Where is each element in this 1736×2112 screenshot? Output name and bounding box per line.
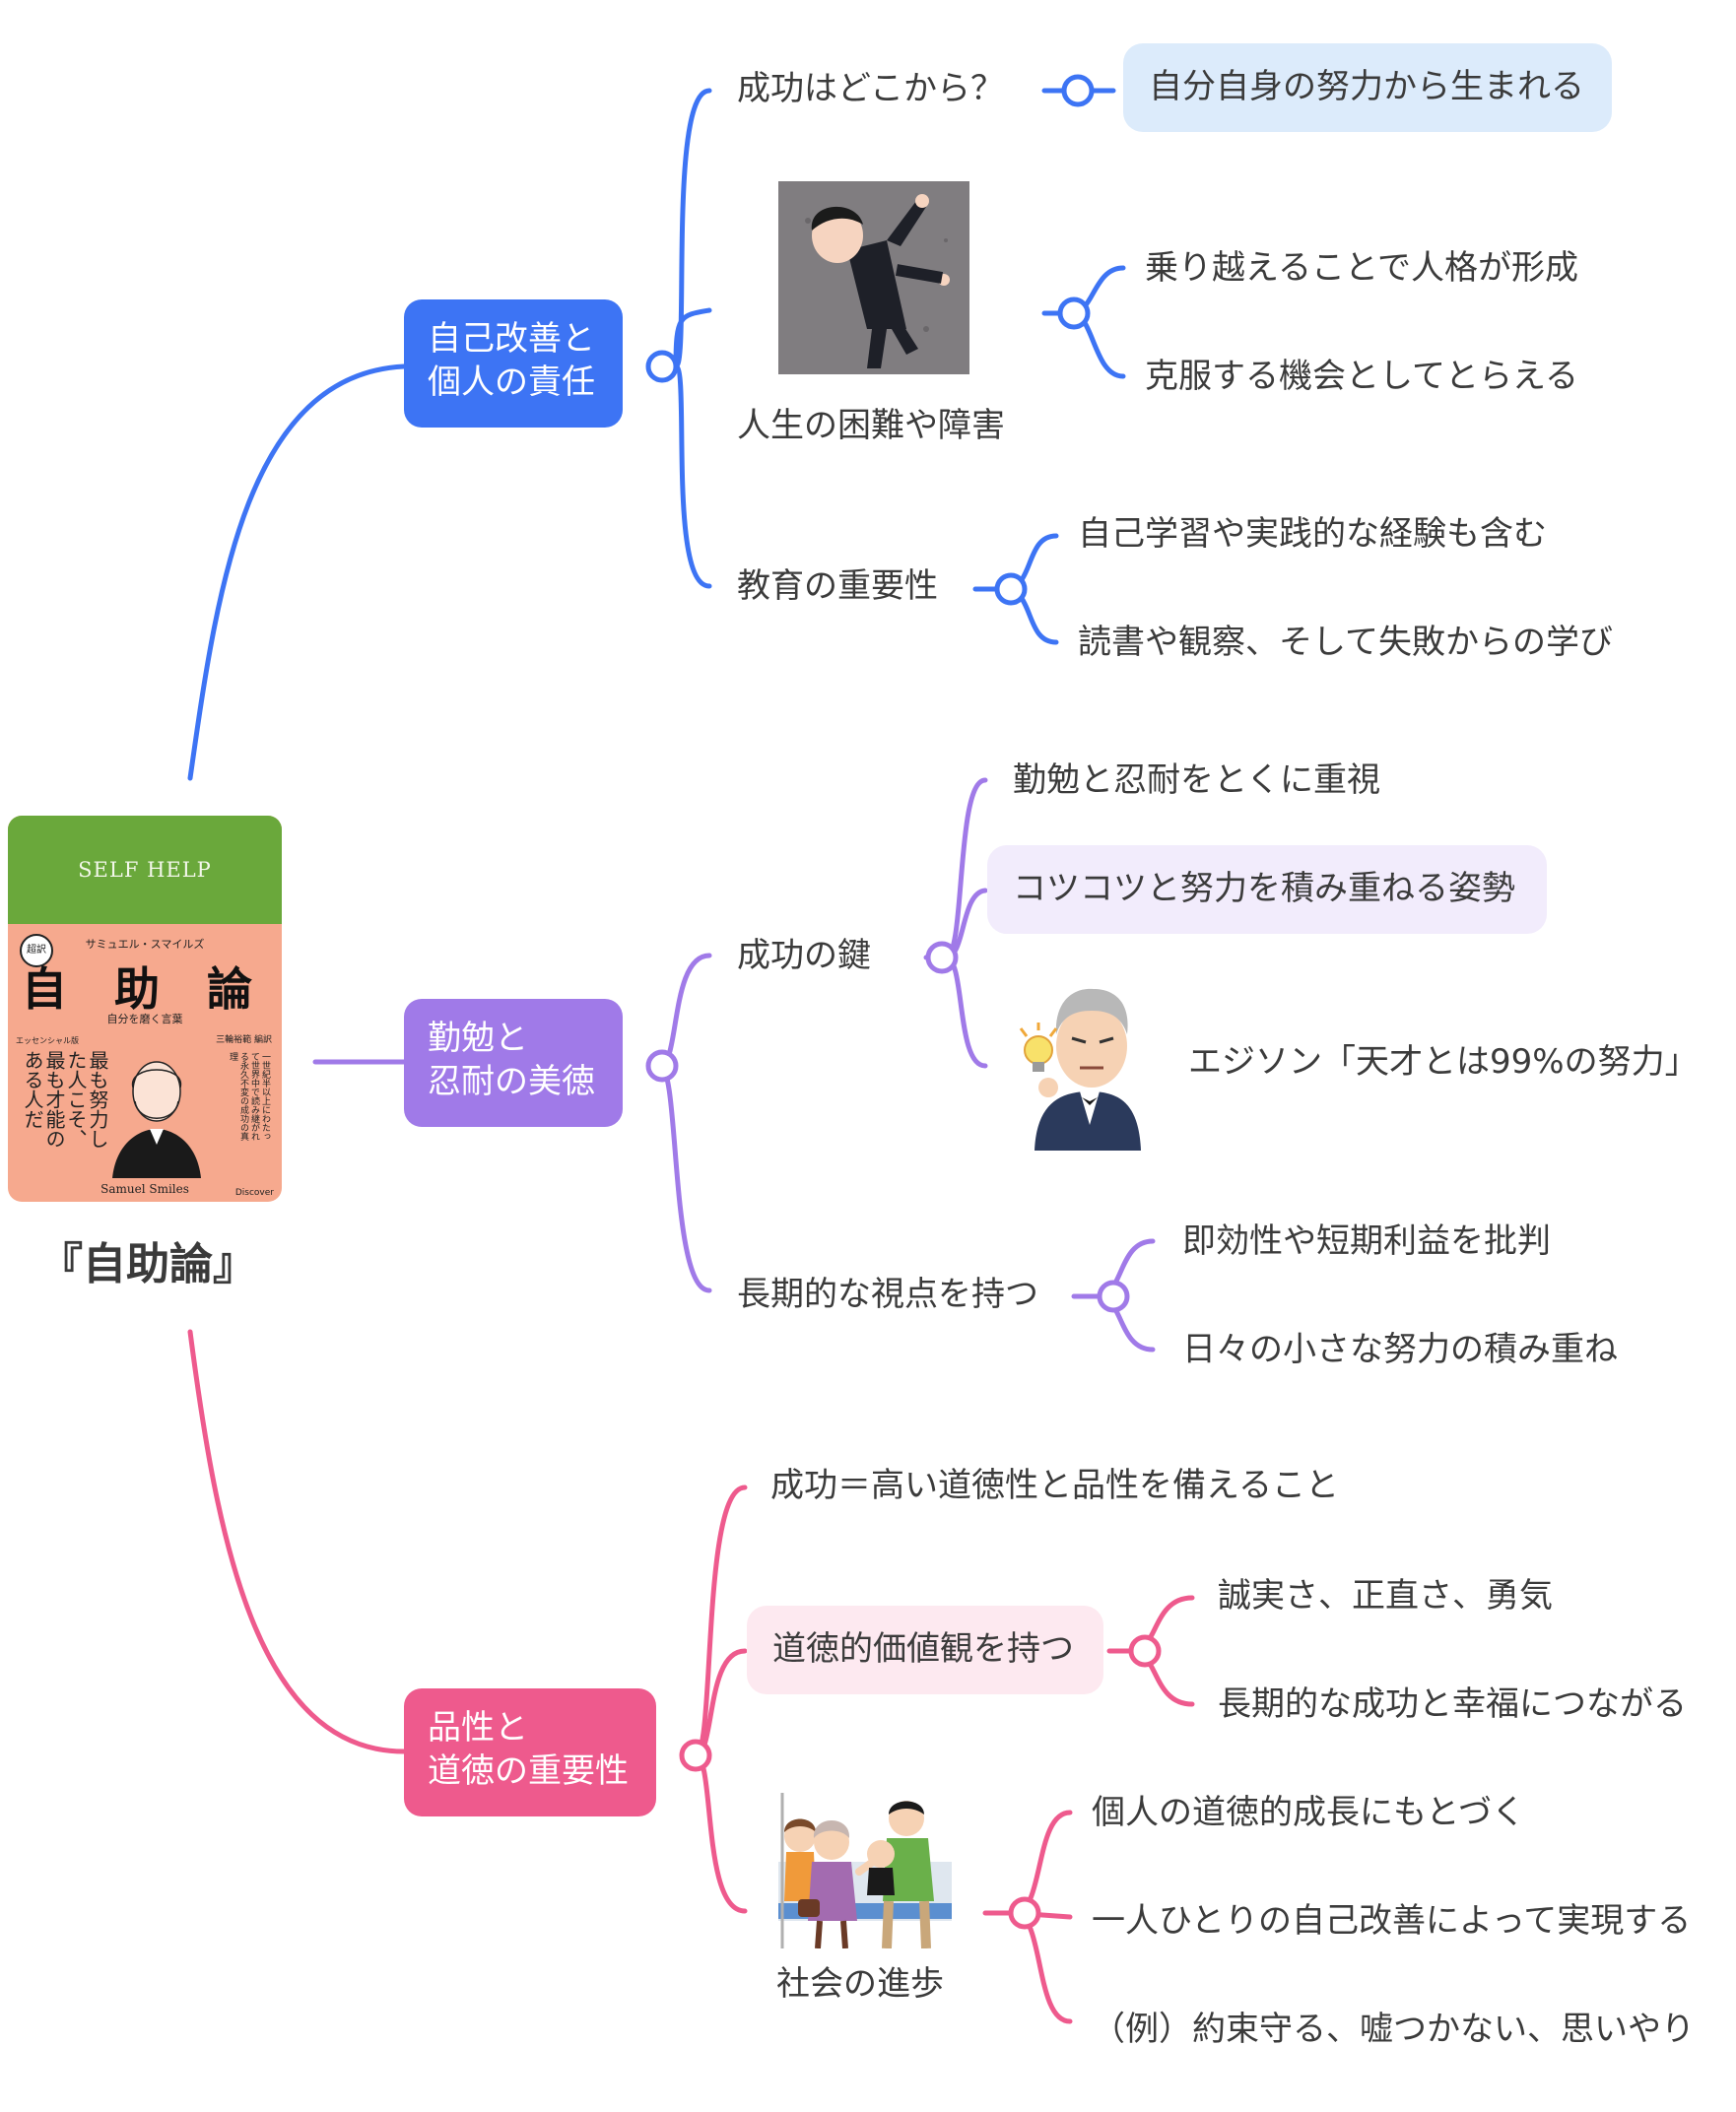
topic-social-progress[interactable]: 社会の進歩 — [776, 1964, 944, 2004]
topic-life-difficulties[interactable]: 人生の困難や障害 — [737, 406, 1005, 445]
book-badge: 超訳 — [20, 934, 53, 967]
book-cover-image: SELF HELP 超訳 サミュエル・スマイルズ 自 助 論 自分を磨く言葉 エ… — [8, 816, 282, 1202]
root-title: 『自助論』 — [39, 1239, 256, 1289]
detail-self-learning[interactable]: 自己学習や実践的な経験も含む — [1078, 514, 1547, 554]
topic-long-term-view[interactable]: 長期的な視点を持つ — [737, 1275, 1038, 1314]
portrait-icon — [112, 1061, 201, 1178]
connector-root-blue — [187, 363, 407, 781]
topic-moral-values[interactable]: 道徳的価値観を持つ — [747, 1606, 1103, 1694]
detail-long-term-happiness[interactable]: 長期的な成功と幸福につながる — [1218, 1684, 1687, 1724]
node-circle-pink-main — [679, 1739, 712, 1772]
detail-personal-moral-growth[interactable]: 個人の道徳的成長にもとづく — [1092, 1793, 1525, 1832]
book-subtitle: 自分を磨く言葉 — [106, 1013, 183, 1025]
branch-self-improvement[interactable]: 自己改善と 個人の責任 — [404, 299, 623, 428]
node-circle-purple-1 — [925, 941, 959, 974]
book-title: 自 助 論 — [21, 962, 269, 1016]
woman-climbing-wall-image — [778, 181, 969, 374]
topic-importance-of-education[interactable]: 教育の重要性 — [737, 566, 938, 606]
topic-success-equals-morality[interactable]: 成功＝高い道徳性と品性を備えること — [770, 1466, 1339, 1505]
detail-honesty-courage[interactable]: 誠実さ、正直さ、勇気 — [1218, 1576, 1553, 1616]
book-translator: 三輪裕範 編訳 — [216, 1035, 272, 1045]
branch-character-morality[interactable]: 品性と 道徳の重要性 — [404, 1688, 656, 1816]
edison-lightbulb-icon — [1019, 988, 1141, 1151]
branch-label-line1: 自己改善と — [428, 319, 595, 359]
topic-key-to-success[interactable]: 成功の鍵 — [737, 936, 871, 975]
climbing-woman-icon — [778, 181, 969, 374]
branch-label-line2: 道徳の重要性 — [428, 1751, 629, 1791]
detail-individual-self-improvement[interactable]: 一人ひとりの自己改善によって実現する — [1092, 1901, 1692, 1941]
node-circle-blue-2 — [1057, 297, 1091, 330]
book-blurb: 一世紀半以上にわたって世界中で読み継がれる永久不変の成功の真理 — [228, 1052, 270, 1141]
book-catchphrase: 最も努力した人こそ、最も才能のある人だ — [21, 1050, 109, 1149]
node-circle-pink-2 — [1008, 1896, 1041, 1930]
detail-steady-effort[interactable]: コツコツと努力を積み重ねる姿勢 — [987, 845, 1547, 934]
seat-giving-image — [778, 1793, 952, 1948]
branch-label-line1: 勤勉と — [428, 1019, 528, 1058]
book-publisher: Discover — [234, 1188, 274, 1198]
branch-diligence-perseverance[interactable]: 勤勉と 忍耐の美徳 — [404, 999, 623, 1127]
node-circle-blue-1 — [1061, 74, 1095, 107]
train-seat-people-icon — [778, 1793, 952, 1948]
branch-label-line2: 忍耐の美徳 — [428, 1062, 595, 1101]
detail-example-promises[interactable]: （例）約束守る、嘘つかない、思いやり — [1092, 2010, 1695, 2049]
node-circle-purple-2 — [1097, 1280, 1130, 1313]
node-circle-pink-1 — [1128, 1634, 1162, 1668]
book-series: SELF HELP — [8, 816, 282, 924]
book-author-en: Samuel Smiles — [100, 1182, 189, 1196]
detail-small-daily-efforts[interactable]: 日々の小さな努力の積み重ね — [1182, 1330, 1618, 1369]
detail-diligence-emphasis[interactable]: 勤勉と忍耐をとくに重視 — [1013, 760, 1380, 800]
book-author-ja: サミュエル・スマイルズ — [85, 938, 205, 951]
detail-builds-character[interactable]: 乗り越えることで人格が形成 — [1145, 248, 1578, 288]
branch-label-line2: 個人の責任 — [428, 363, 595, 402]
connector-root-pink — [187, 1329, 407, 1754]
node-circle-blue-main — [645, 350, 679, 383]
edison-image — [1015, 977, 1145, 1151]
detail-own-effort[interactable]: 自分自身の努力から生まれる — [1123, 43, 1612, 132]
node-circle-purple-main — [645, 1049, 679, 1083]
branch-label-line1: 品性と — [428, 1708, 528, 1748]
detail-opportunity-to-overcome[interactable]: 克服する機会としてとらえる — [1145, 357, 1578, 396]
detail-reading-observation-failure[interactable]: 読書や観察、そして失敗からの学び — [1078, 623, 1613, 662]
detail-edison-quote[interactable]: エジソン「天才とは99%の努力」 — [1188, 1042, 1699, 1082]
book-edition: エッセンシャル版 — [16, 1036, 79, 1045]
detail-criticize-short-term[interactable]: 即効性や短期利益を批判 — [1182, 1221, 1551, 1261]
node-circle-blue-3 — [994, 572, 1028, 606]
topic-where-success-comes-from[interactable]: 成功はどこから？ — [737, 69, 1004, 108]
